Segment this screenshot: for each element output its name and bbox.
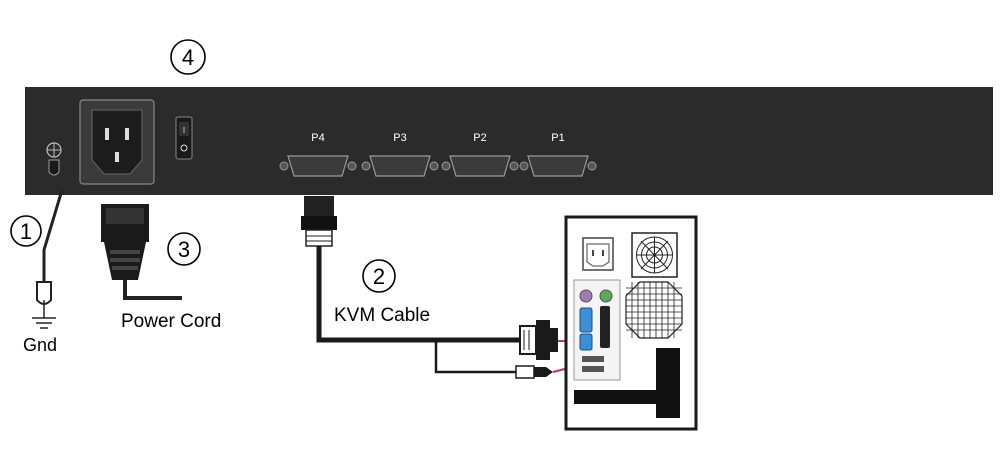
- kvm-cable-usb-branch: [434, 340, 516, 374]
- vga-port-p1: P1: [519, 132, 597, 177]
- callout-2-number: 2: [373, 264, 385, 289]
- port-label-p2: P2: [473, 132, 486, 144]
- port-label-p3: P3: [393, 132, 406, 144]
- kvm-cable-wire: [316, 246, 520, 343]
- port-label-p1: P1: [551, 132, 564, 144]
- svg-text:I: I: [183, 126, 185, 135]
- power-cord-plug-icon: [101, 204, 149, 280]
- callout-4-number: 4: [182, 45, 194, 70]
- power-cord-label: Power Cord: [121, 311, 221, 332]
- power-cord-wire: [123, 280, 182, 300]
- power-switch-icon: I: [175, 116, 193, 160]
- callout-1-number: 1: [20, 219, 32, 244]
- kvm-rear-panel: [25, 87, 993, 195]
- ground-wire: [36, 189, 64, 318]
- power-inlet-icon: [79, 99, 155, 185]
- pc-power-inlet-icon: [582, 237, 614, 271]
- callout-3: 3: [167, 232, 201, 266]
- vga-port-blue-icon: [579, 307, 593, 333]
- kvm-cable-vga-connector-icon: [301, 196, 337, 247]
- kvm-cable-usb-plug-icon: [515, 365, 553, 379]
- vga-port-blue-2-icon: [579, 333, 593, 351]
- pc-expansion-slot: [656, 348, 680, 418]
- vga-port-p3: P3: [361, 132, 439, 177]
- ground-symbol-icon: [32, 317, 56, 329]
- ground-screw-icon: [46, 142, 62, 176]
- callout-4: 4: [170, 39, 206, 75]
- computer-tower: [564, 215, 698, 431]
- usb-ports-icon: [582, 356, 604, 362]
- pc-fan-icon: [631, 232, 678, 278]
- kvm-cable-label: KVM Cable: [334, 305, 430, 326]
- callout-2: 2: [362, 259, 396, 293]
- gnd-label: Gnd: [23, 335, 57, 355]
- pc-vent-icon: [625, 281, 683, 339]
- ps2-mouse-port-icon: [579, 289, 593, 303]
- pc-expansion-bracket: [574, 390, 680, 404]
- callout-1: 1: [10, 215, 42, 247]
- vga-port-p2: P2: [441, 132, 519, 177]
- port-label-p4: P4: [311, 132, 324, 144]
- callout-3-number: 3: [178, 237, 190, 262]
- ps2-keyboard-port-icon: [599, 289, 613, 303]
- usb-ports-2-icon: [582, 366, 604, 372]
- vga-port-p4: P4: [279, 132, 357, 177]
- kvm-cable-pc-vga-plug-icon: [519, 320, 558, 360]
- parallel-port-icon: [600, 306, 610, 348]
